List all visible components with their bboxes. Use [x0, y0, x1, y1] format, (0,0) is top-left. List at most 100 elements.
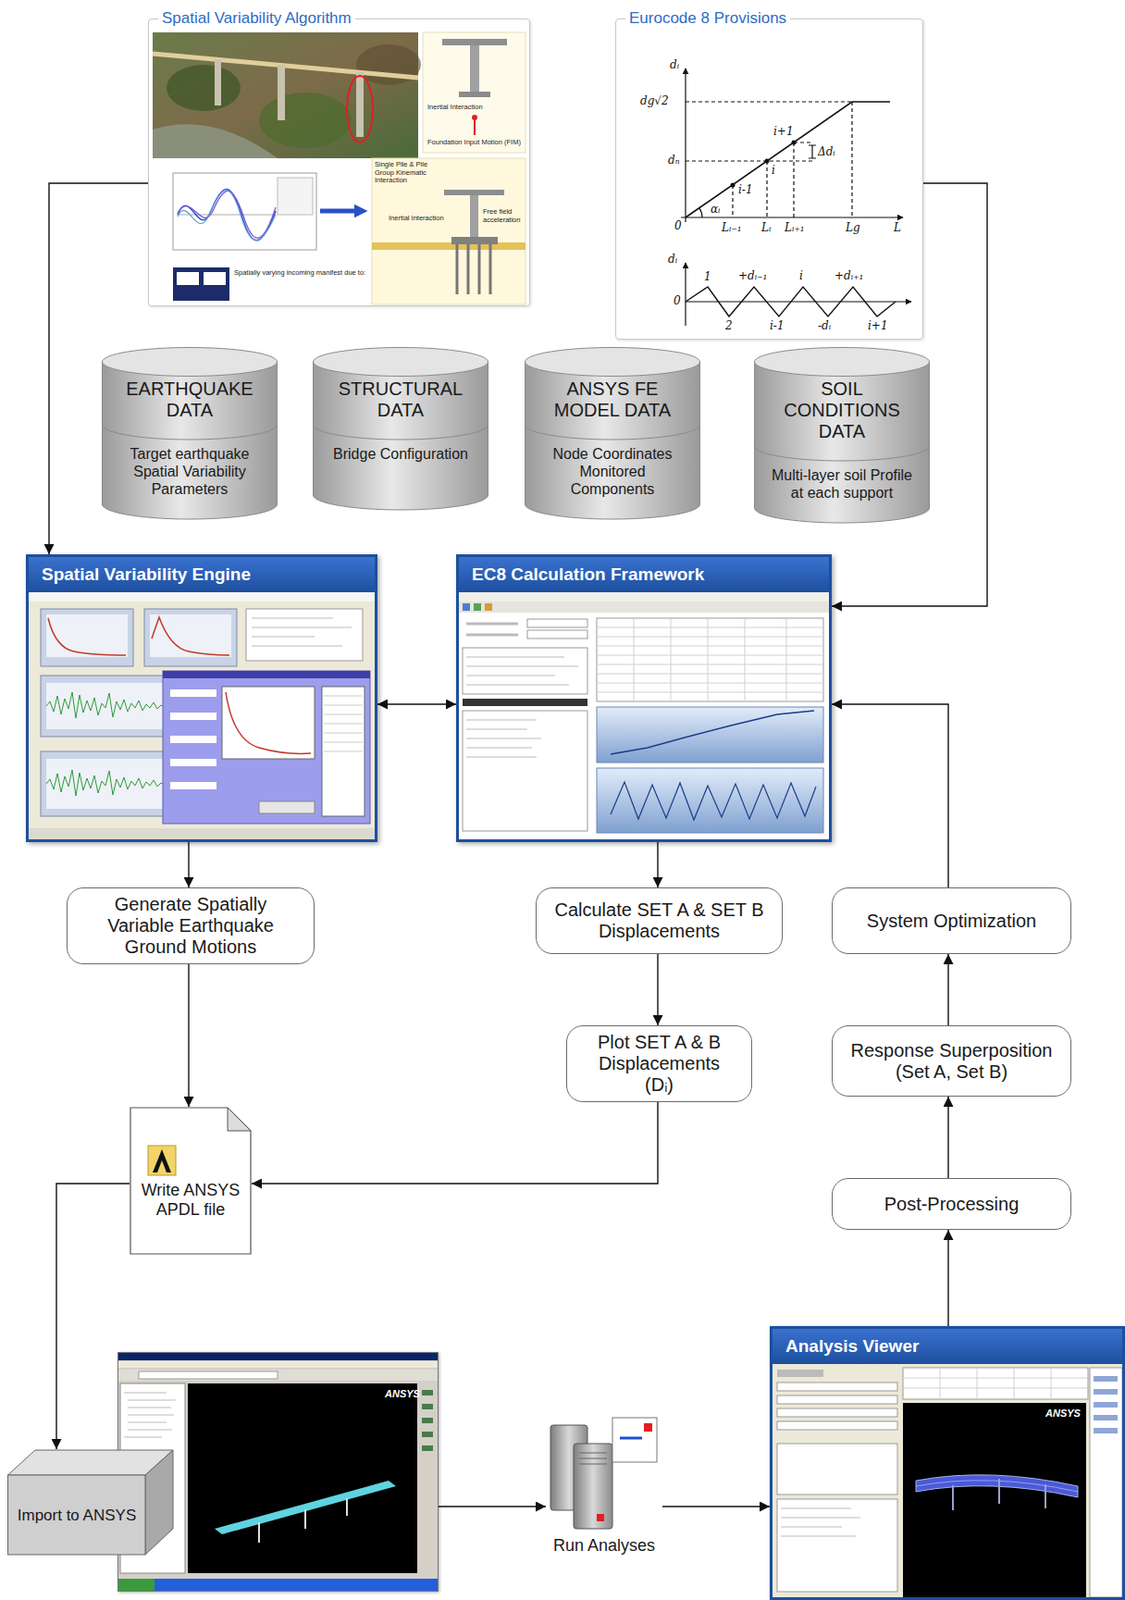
- shape-part: [102, 361, 278, 520]
- drawing-part: [321, 686, 365, 816]
- drawing-part: [46, 614, 128, 657]
- drawing-part: [40, 608, 134, 667]
- box-shape: Import to ANSYS: [7, 1448, 174, 1556]
- axis-symbol: αᵢ: [710, 203, 721, 217]
- alternating-graph: [685, 262, 912, 326]
- drawing-part: [187, 1383, 418, 1573]
- drawing-part: [144, 608, 237, 667]
- node-title: System Optimization: [866, 910, 1037, 932]
- axis-symbol: i+1: [867, 320, 889, 334]
- shape-part: [8, 1474, 147, 1555]
- drawing-part: [117, 1578, 155, 1592]
- drawing-part: [152, 53, 419, 78]
- app-window: EC8 Calculation Framework: [456, 554, 832, 842]
- node-title: Run Analyses: [545, 1535, 663, 1556]
- connector-arrow: [662, 1505, 770, 1507]
- node-body: Node Coordinates Monitored Components: [524, 445, 701, 499]
- node-body: Bridge Configuration: [312, 445, 489, 463]
- node-title: EC8 Calculation Framework: [458, 556, 829, 593]
- drawing-part: [777, 1498, 898, 1592]
- drawing-part: [466, 623, 519, 635]
- ansys-logo: [148, 1145, 176, 1175]
- drawing-part: [28, 828, 375, 840]
- framework-screen: [458, 592, 829, 840]
- pier-sketch: [422, 32, 526, 153]
- drawing-part: [177, 214, 276, 216]
- drawing-part: [466, 656, 579, 685]
- drawing-part: [777, 1421, 898, 1430]
- connector-arrow: [947, 953, 949, 1026]
- shape-part: [8, 1449, 174, 1475]
- drawing-part: [170, 758, 217, 767]
- drawing-part: [173, 173, 317, 250]
- axis-symbol: 1: [704, 271, 712, 285]
- drawing-part: [466, 719, 542, 757]
- drawing-part: [422, 32, 526, 153]
- drawing-part: [246, 608, 363, 661]
- node-body: Multi-layer soil Profile at each support: [754, 466, 930, 502]
- drawing-part: [162, 670, 371, 679]
- drawing-part: [277, 177, 313, 215]
- database-cylinder: ANSYS FE MODEL DATA Node Coordinates Moni…: [524, 346, 701, 520]
- process-box: Plot SET A & B Displacements (Dᵢ): [566, 1025, 753, 1102]
- drawing-part: [259, 801, 315, 814]
- shape-part: [525, 361, 701, 520]
- drawing-part: [473, 603, 482, 611]
- node-title: Spatial Variability Algorithm: [158, 9, 356, 28]
- illustration-note: Single Pile & Pile Group Kinematic Inter…: [374, 160, 438, 186]
- axis-symbol: i: [799, 270, 804, 284]
- program-thumbnail: [173, 267, 230, 301]
- provisions-panel: Eurocode 8 Provisions: [615, 18, 924, 340]
- drawing-part: [469, 195, 479, 237]
- node-title: ANSYS: [384, 1387, 421, 1399]
- drawing-part: [915, 1480, 1078, 1492]
- drawing-part: [117, 1578, 439, 1592]
- drawing-part: [680, 216, 903, 218]
- drawing-part: [323, 695, 363, 752]
- drawing-part: [46, 682, 174, 730]
- drawing-part: [177, 190, 276, 241]
- drawing-part: [462, 603, 470, 611]
- illustration-note: Spatially varying incoming manifest due …: [234, 269, 373, 278]
- drawing-part: [596, 767, 824, 833]
- axis-symbol: 2: [725, 320, 733, 334]
- process-box: Post-Processing: [831, 1177, 1072, 1230]
- drawing-part: [777, 1395, 898, 1404]
- shape-part: [612, 1417, 657, 1462]
- drawing-part: [458, 592, 829, 602]
- app-window: Analysis Viewer: [769, 1325, 1125, 1600]
- drawing-part: [685, 101, 853, 218]
- axis-symbol: 0: [673, 295, 681, 309]
- drawing-part: [442, 38, 507, 46]
- node-title: ANSYS FE MODEL DATA: [524, 378, 701, 421]
- shape-part: [227, 1107, 251, 1131]
- node-outline: [312, 346, 489, 510]
- node-title: Write ANSYS APDL file: [135, 1180, 247, 1219]
- drawing-part: [138, 1371, 278, 1379]
- drawing-part: [118, 1369, 438, 1381]
- drawing-part: [596, 618, 824, 702]
- drawing-part: [177, 188, 276, 240]
- node-title: Import to ANSYS: [7, 1474, 147, 1556]
- drawing-part: [371, 158, 526, 305]
- node-title: Generate Spatially Variable Earthquake G…: [82, 893, 299, 958]
- drawing-part: [902, 1367, 1088, 1399]
- drawing-part: [170, 689, 217, 697]
- shape-part: [102, 424, 278, 440]
- drawing-part: [170, 712, 217, 720]
- drawing-part: [915, 1474, 1078, 1497]
- drawing-part: [46, 758, 174, 809]
- database-cylinder: EARTHQUAKE DATATarget earthquake Spatial…: [101, 346, 278, 520]
- drawing-part: [527, 630, 588, 639]
- drawing-part: [685, 286, 896, 317]
- drawing-part: [225, 692, 311, 754]
- shape-part: [102, 347, 278, 377]
- axis-symbol: Lᵢ₋₁: [721, 222, 742, 235]
- drawing-part: [527, 618, 588, 628]
- database-cylinder: SOIL CONDITIONS DATAMulti-layer soil Pro…: [754, 346, 930, 523]
- axis-symbol: Lᵢ₊₁: [784, 222, 805, 235]
- drawing-part: [791, 140, 797, 146]
- drawing-part: [117, 1351, 439, 1592]
- connector-arrow: [251, 1101, 658, 1184]
- drawing-part: [777, 1382, 898, 1391]
